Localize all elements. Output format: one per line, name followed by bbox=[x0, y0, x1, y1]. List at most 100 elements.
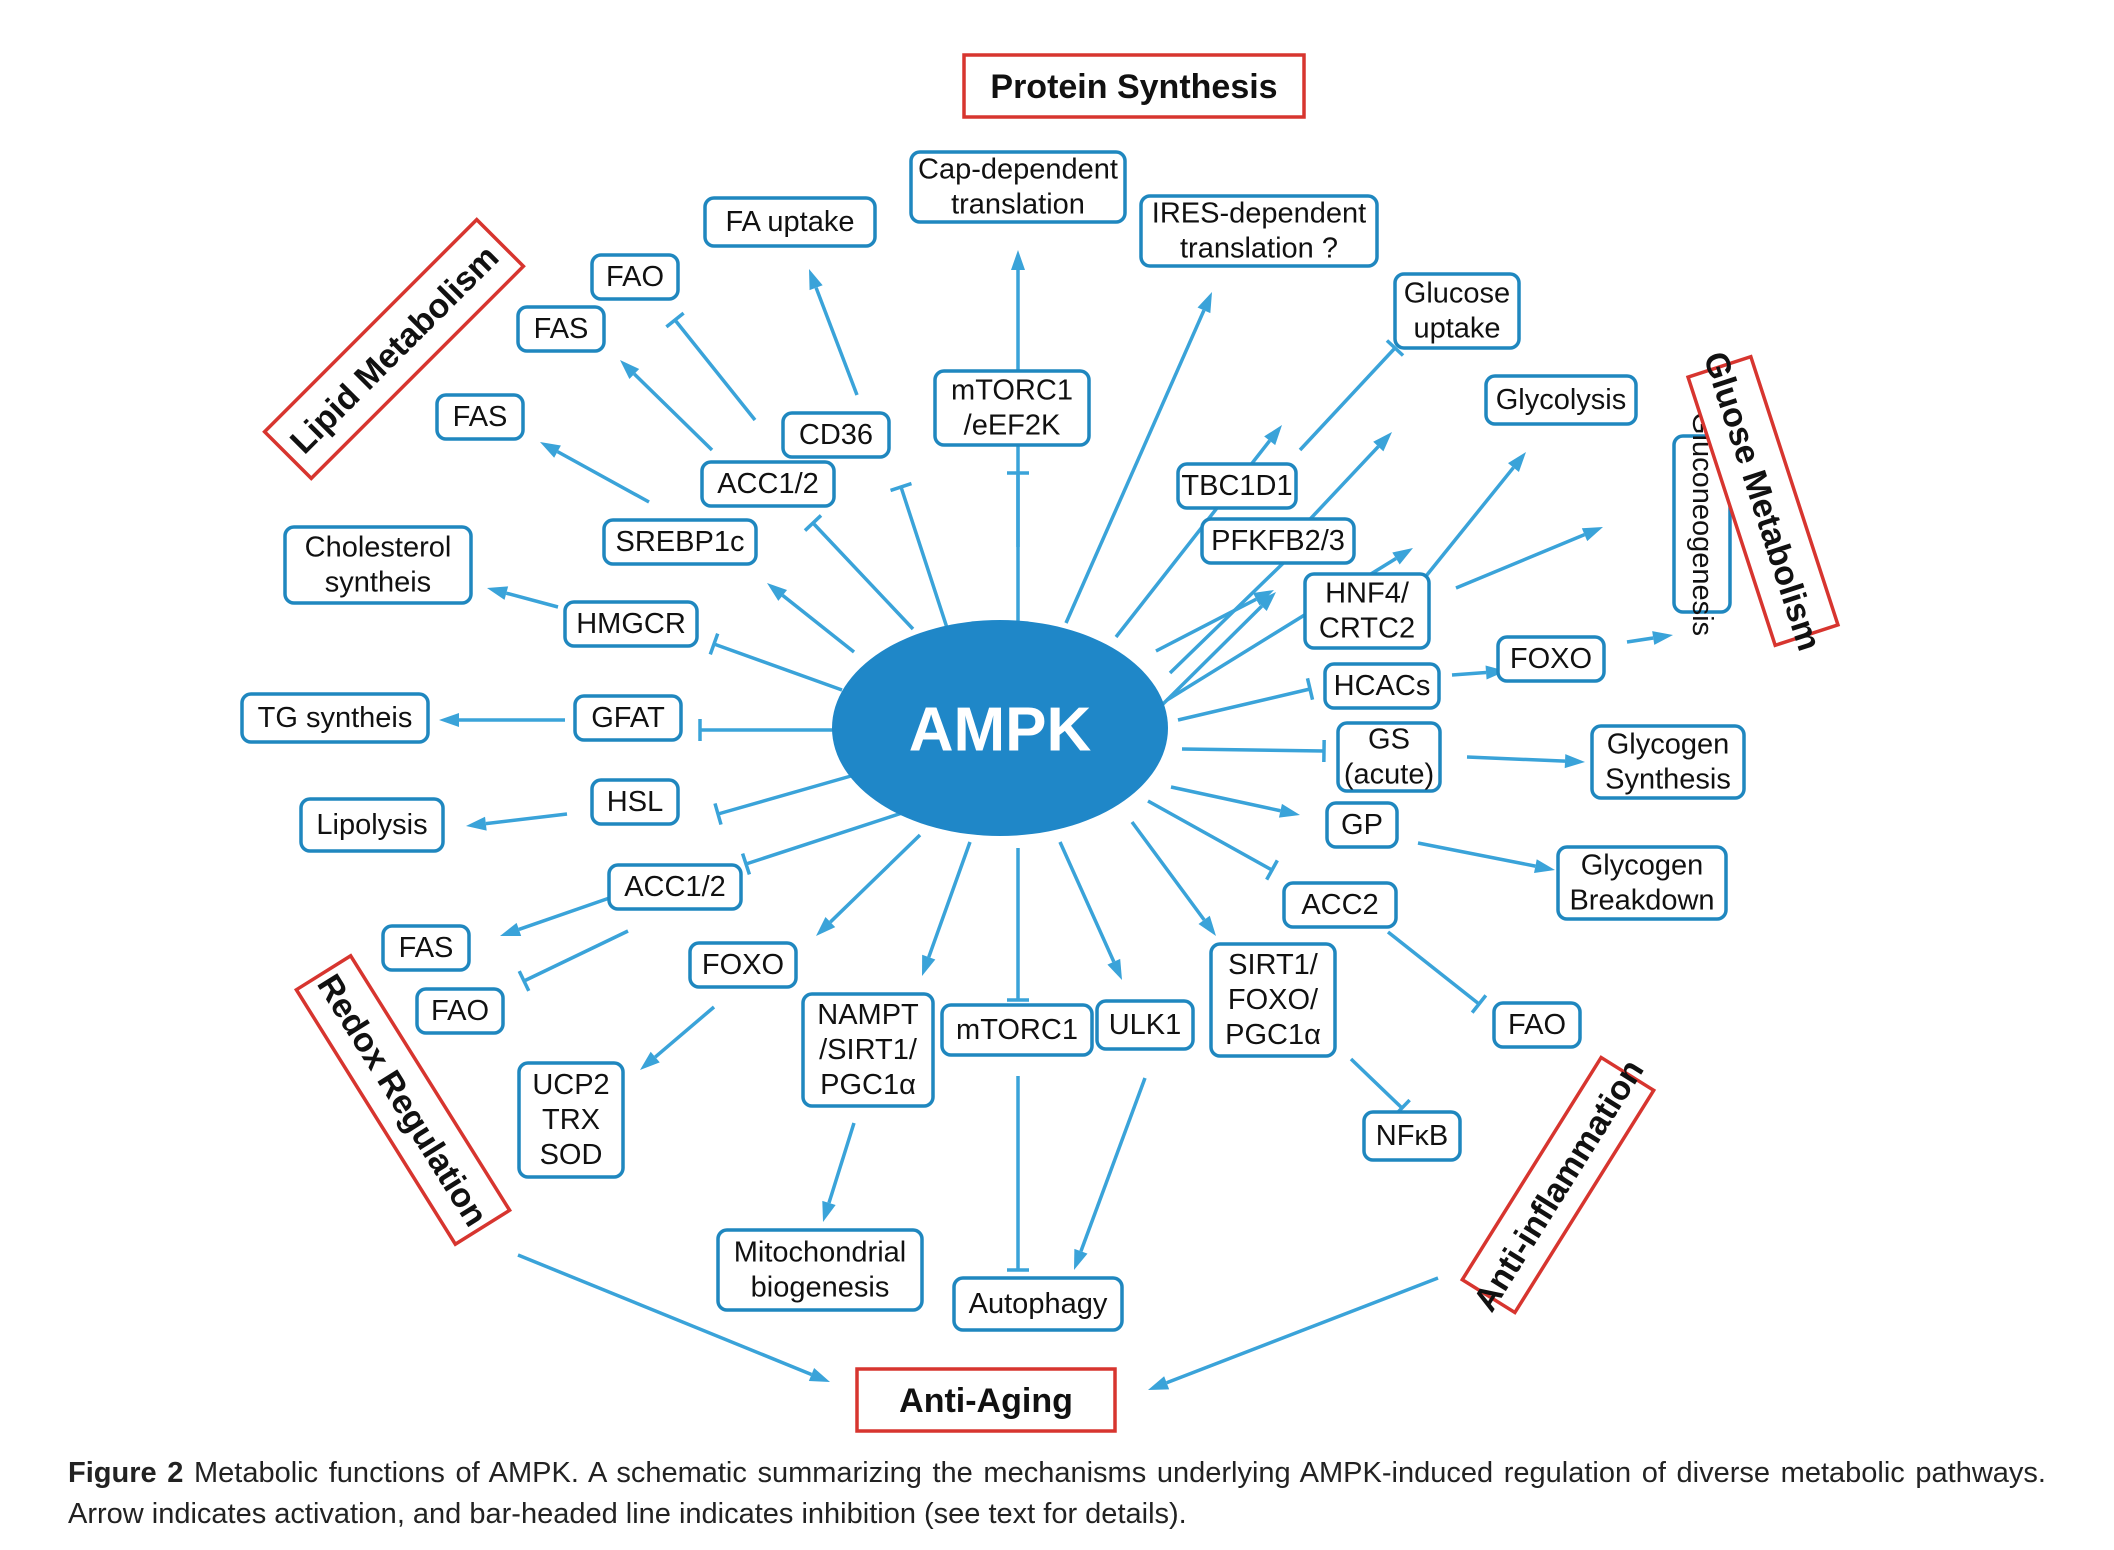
node-label: HCACs bbox=[1334, 670, 1431, 702]
node-label: PGC1α bbox=[1225, 1019, 1321, 1051]
node-label: /eEF2K bbox=[964, 410, 1061, 442]
arrowhead bbox=[1485, 665, 1506, 680]
node-label: Glycolysis bbox=[1496, 384, 1627, 416]
inhibition-bar bbox=[803, 514, 823, 532]
node-label: FAO bbox=[606, 261, 664, 293]
arrowhead bbox=[1264, 425, 1282, 446]
node-fauptake: FA uptake bbox=[703, 196, 877, 248]
activation-arrow bbox=[1626, 631, 1673, 645]
activation-arrow bbox=[1466, 754, 1585, 769]
node-fao3: FAO bbox=[1492, 1001, 1582, 1049]
node-label: ACC1/2 bbox=[624, 871, 726, 903]
node-label: Breakdown bbox=[1569, 885, 1714, 917]
node-tbc1d1: TBC1D1 bbox=[1176, 462, 1298, 510]
inhibition-line bbox=[803, 514, 915, 631]
activation-arrow bbox=[1148, 1276, 1439, 1390]
arrowhead bbox=[439, 713, 459, 727]
node-lipolysis: Lipolysis bbox=[299, 797, 445, 853]
arrowhead bbox=[640, 1051, 660, 1070]
activation-arrow bbox=[816, 833, 922, 936]
node-label: FAS bbox=[453, 401, 508, 433]
node-label: translation ? bbox=[1180, 233, 1338, 265]
inhibition-line bbox=[1386, 930, 1488, 1014]
inhibition-line bbox=[1298, 339, 1405, 452]
activation-arrow bbox=[500, 892, 622, 937]
node-label: Glycogen bbox=[1581, 850, 1704, 882]
node-tg: TG syntheis bbox=[240, 692, 430, 744]
activation-arrow bbox=[1011, 250, 1025, 648]
activation-arrow bbox=[1064, 292, 1212, 624]
ampk-hub: AMPK bbox=[832, 620, 1168, 836]
node-label: FAO bbox=[431, 995, 489, 1027]
figure-caption: Figure 2 Metabolic functions of AMPK. A … bbox=[68, 1453, 2046, 1535]
node-label: (acute) bbox=[1344, 759, 1434, 791]
category-protein: Protein Synthesis bbox=[962, 53, 1306, 119]
inhibition-bar bbox=[665, 311, 685, 329]
activation-arrow bbox=[1058, 841, 1122, 980]
inhibition-line bbox=[1147, 799, 1279, 881]
arrowhead bbox=[1107, 958, 1122, 980]
node-fao2: FAO bbox=[415, 987, 505, 1035]
inhibition-line bbox=[740, 811, 903, 875]
category-aging: Anti-Aging bbox=[855, 1367, 1117, 1433]
node-label: IRES-dependent bbox=[1152, 198, 1366, 230]
activation-arrow bbox=[439, 713, 565, 727]
node-ulk1: ULK1 bbox=[1095, 999, 1195, 1051]
activation-arrow bbox=[1451, 665, 1506, 680]
node-hmgcr: HMGCR bbox=[563, 600, 699, 648]
category-label: Anti-Aging bbox=[899, 1382, 1073, 1420]
node-fas1: FAS bbox=[516, 305, 606, 353]
inhibition-bar bbox=[713, 802, 723, 826]
node-foxo1: FOXO bbox=[688, 941, 798, 989]
activation-arrow bbox=[922, 841, 972, 976]
inhibition-bar bbox=[1265, 859, 1279, 881]
caption-label: Figure 2 bbox=[68, 1457, 184, 1489]
node-cd36: CD36 bbox=[781, 411, 891, 459]
edges bbox=[439, 250, 1673, 1390]
node-label: TRX bbox=[542, 1104, 600, 1136]
activation-arrow bbox=[540, 442, 650, 504]
node-foxo2: FOXO bbox=[1496, 635, 1606, 683]
node-acc12b: ACC1/2 bbox=[607, 863, 743, 911]
node-label: NFκB bbox=[1376, 1120, 1449, 1152]
inhibition-line bbox=[517, 929, 629, 992]
activation-arrow bbox=[466, 812, 568, 831]
node-label: Autophagy bbox=[969, 1288, 1108, 1320]
node-label: Mitochondrial bbox=[734, 1237, 906, 1269]
node-label: ACC2 bbox=[1301, 889, 1378, 921]
inhibition-line bbox=[1007, 848, 1029, 1002]
inhibition-line bbox=[1007, 471, 1029, 547]
arrowhead bbox=[1564, 754, 1585, 769]
node-label: SOD bbox=[540, 1139, 603, 1171]
node-hcacs: HCACs bbox=[1323, 662, 1441, 710]
inhibition-bar bbox=[708, 633, 720, 655]
node-label: FOXO/ bbox=[1228, 984, 1319, 1016]
node-label: UCP2 bbox=[532, 1069, 609, 1101]
inhibition-line bbox=[698, 719, 838, 741]
inhibition-line bbox=[708, 633, 843, 692]
activation-arrow bbox=[1130, 820, 1216, 936]
node-hsl: HSL bbox=[590, 778, 680, 826]
node-fas3: FAS bbox=[381, 924, 471, 972]
activation-arrow bbox=[1412, 452, 1526, 593]
inhibition-line bbox=[1349, 1057, 1411, 1118]
node-autophagy: Autophagy bbox=[952, 1276, 1124, 1332]
node-mtorc1e: mTORC1/eEF2K bbox=[933, 369, 1091, 447]
category-label: Anti-inflammation bbox=[1466, 1053, 1651, 1318]
arrowhead bbox=[620, 360, 640, 379]
activation-arrow bbox=[1170, 785, 1300, 818]
node-label: HSL bbox=[607, 786, 663, 818]
activation-arrow bbox=[1455, 527, 1603, 590]
arrowhead bbox=[1652, 631, 1673, 645]
activation-arrow bbox=[767, 583, 856, 654]
arrowhead bbox=[500, 922, 522, 937]
node-label: SREBP1c bbox=[616, 526, 745, 558]
activation-arrow bbox=[517, 1253, 830, 1382]
node-label: biogenesis bbox=[751, 1272, 890, 1304]
